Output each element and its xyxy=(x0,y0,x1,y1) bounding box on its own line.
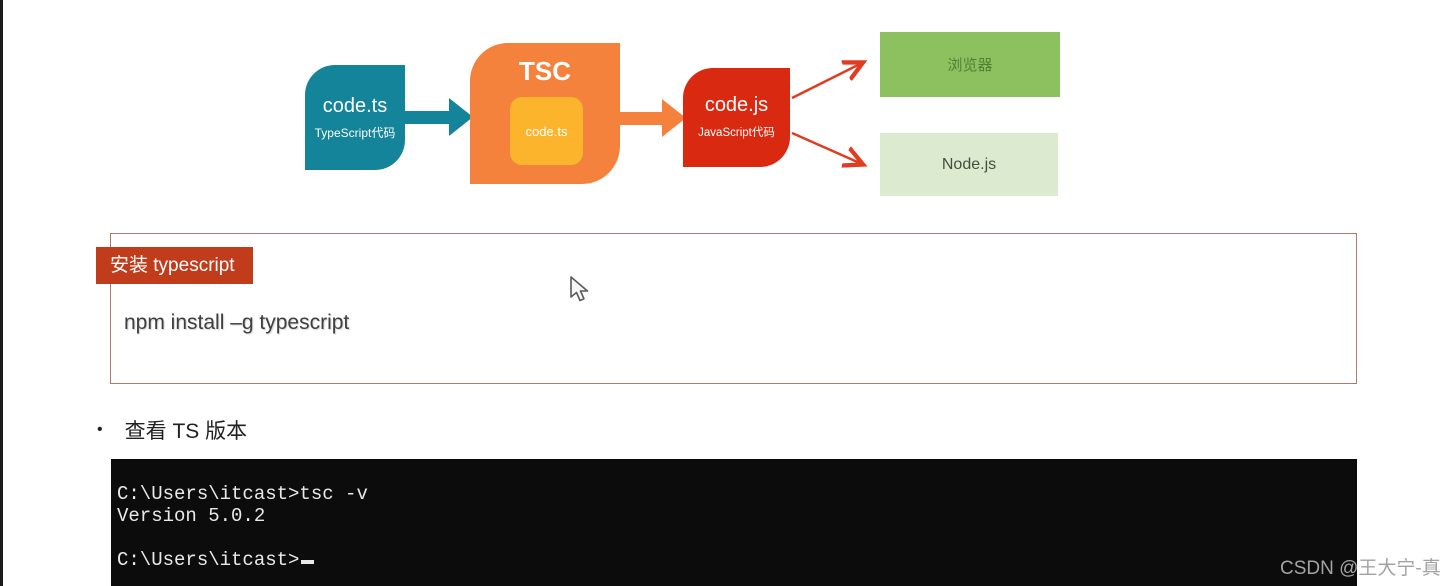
teal-arrow-bar xyxy=(405,111,449,124)
tsc-inner-file-box: code.ts xyxy=(510,97,583,165)
bullet-dot: • xyxy=(97,421,103,438)
code-ts-box: code.ts TypeScript代码 xyxy=(305,65,405,170)
tsc-title: TSC xyxy=(519,56,571,86)
install-section-badge: 安装 typescript xyxy=(96,247,253,284)
install-section-frame xyxy=(110,233,1357,384)
mouse-pointer-icon xyxy=(570,276,589,302)
check-version-bullet-row: • 查看 TS 版本 xyxy=(97,415,247,445)
code-ts-title: code.ts xyxy=(322,95,388,117)
tsc-compiler-box: TSC code.ts xyxy=(470,43,620,184)
orange-arrow-head-icon xyxy=(662,99,686,137)
check-version-label: 查看 TS 版本 xyxy=(124,420,248,443)
terminal-prompt-line: C:\Users\itcast> xyxy=(117,549,1349,571)
terminal-cursor xyxy=(301,560,315,564)
code-js-title: code.js xyxy=(704,94,769,116)
npm-install-command: npm install –g typescript xyxy=(124,311,350,334)
code-ts-subtitle: TypeScript代码 xyxy=(314,126,396,140)
teal-arrow-head-icon xyxy=(449,98,473,136)
terminal-line: Version 5.0.2 xyxy=(117,505,266,527)
code-js-box: code.js JavaScript代码 xyxy=(683,68,790,167)
terminal-line: C:\Users\itcast>tsc -v xyxy=(117,483,368,505)
terminal-window: C:\Users\itcast>tsc -v Version 5.0.2 C:\… xyxy=(111,459,1357,586)
nodejs-target-box: Node.js xyxy=(880,133,1058,196)
terminal-line xyxy=(117,527,1349,549)
orange-arrow-bar xyxy=(620,112,662,125)
code-js-subtitle: JavaScript代码 xyxy=(698,127,775,139)
browser-target-box: 浏览器 xyxy=(880,32,1060,97)
terminal-prompt: C:\Users\itcast> xyxy=(117,549,300,571)
csdn-watermark: CSDN @王大宁-真 xyxy=(1280,558,1441,579)
fan-out-arrows-icon xyxy=(791,45,880,180)
left-edge-strip xyxy=(0,0,3,586)
